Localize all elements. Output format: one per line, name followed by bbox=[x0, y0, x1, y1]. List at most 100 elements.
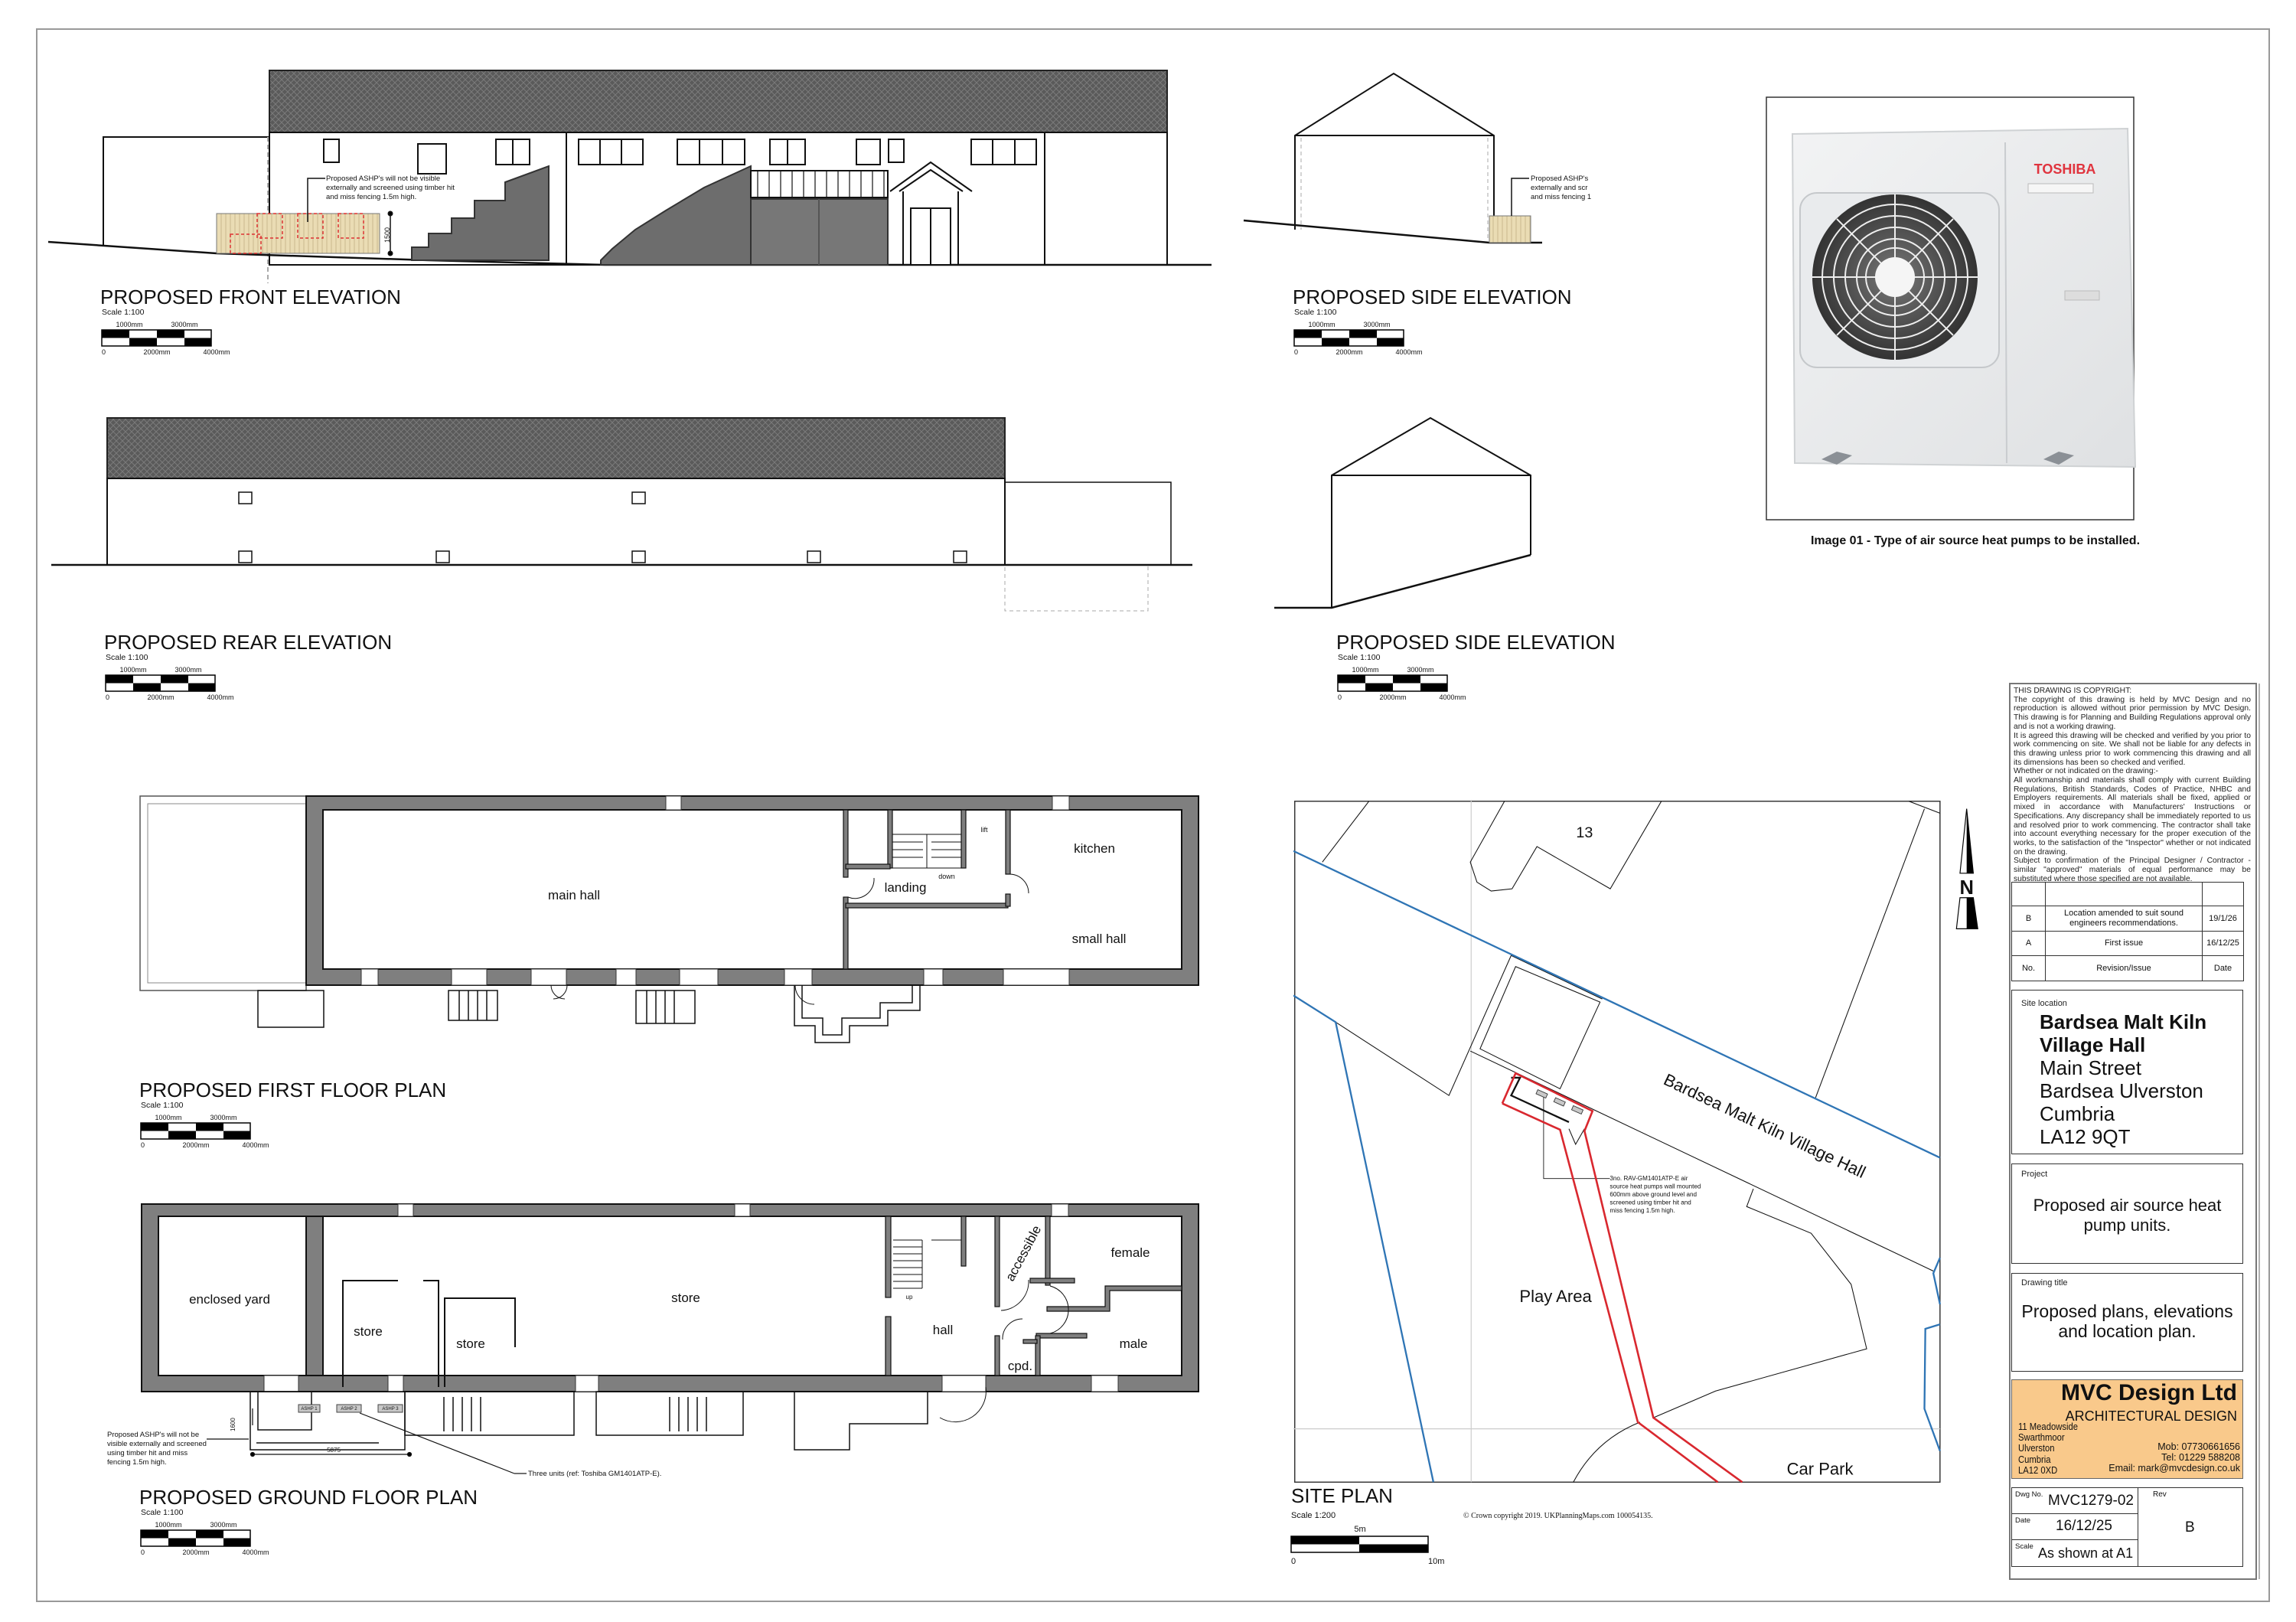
stair-down-label: down bbox=[938, 873, 955, 880]
side-elevation-note: Proposed ASHP's externally and scr and m… bbox=[1531, 175, 1591, 201]
window bbox=[397, 1203, 414, 1217]
drawing-title-text: Proposed plans, elevations and location … bbox=[2011, 1301, 2243, 1341]
note-line: and miss fencing 1.5m high. bbox=[326, 193, 416, 201]
drawing-title: PROPOSED SIDE ELEVATION bbox=[1336, 631, 1616, 654]
scale-label: 0 bbox=[1291, 1557, 1296, 1566]
outbuilding bbox=[1479, 966, 1601, 1090]
room-label-female: female bbox=[1110, 1245, 1150, 1260]
boundary-lines bbox=[1293, 850, 1941, 1483]
title-first-floor-plan: PROPOSED FIRST FLOOR PLAN Scale 1:100 10… bbox=[139, 1079, 446, 1149]
note-line: visible externally and screened bbox=[107, 1440, 207, 1448]
room-label-store: store bbox=[354, 1324, 383, 1339]
heat-pump-image: TOSHIBA bbox=[1766, 96, 2137, 521]
room-label-small-hall: small hall bbox=[1072, 932, 1127, 946]
note-line: 3no. RAV-GM1401ATP-E air bbox=[1609, 1175, 1688, 1182]
ashp-unit bbox=[377, 1404, 403, 1413]
side-elevation-1 bbox=[1243, 72, 1542, 244]
revision-letter: B bbox=[2185, 1519, 2195, 1536]
title-front-elevation: PROPOSED FRONT ELEVATION Scale 1:100 100… bbox=[100, 286, 401, 356]
copyright-paragraph: Whether or not indicated on the drawing:… bbox=[2014, 767, 2158, 776]
drawing-title-box bbox=[2011, 1273, 2243, 1372]
ashp-enclosure bbox=[249, 1391, 406, 1451]
scale-bar-label: 1000mm bbox=[155, 1521, 181, 1529]
room-label-accessible: accessible bbox=[1003, 1223, 1044, 1284]
company-address-line: 11 Meadowside bbox=[2018, 1421, 2078, 1432]
header-revision: Revision/Issue bbox=[2045, 955, 2203, 981]
scale-bar-label: 3000mm bbox=[1407, 666, 1433, 674]
scale-bar-label: 0 bbox=[106, 694, 109, 701]
title-side-elevation-2: PROPOSED SIDE ELEVATION Scale 1:100 1000… bbox=[1336, 631, 1616, 701]
copyright-paragraph: THIS DRAWING IS COPYRIGHT: bbox=[2014, 687, 2132, 695]
scale-bar-label: 0 bbox=[1294, 348, 1298, 356]
timber-fence bbox=[1489, 215, 1531, 243]
site-plan: 13 Bardsea Malt Kiln Village Hall Play A… bbox=[1293, 800, 1978, 1483]
note-line: fencing 1.5m high. bbox=[107, 1458, 167, 1467]
first-floor-plan bbox=[139, 795, 1199, 1043]
ashp-units bbox=[298, 1404, 403, 1413]
company-address-line: Cumbria bbox=[2018, 1454, 2051, 1465]
copyright-paragraph: It is agreed this drawing will be checke… bbox=[2014, 731, 2251, 767]
address-line: Main Street bbox=[2040, 1056, 2141, 1079]
room-label-store: store bbox=[671, 1291, 700, 1305]
copyright-paragraph: Subject to confirmation of the Principal… bbox=[2014, 857, 2251, 883]
site-location-label: Site location bbox=[2021, 999, 2067, 1008]
front-elevation bbox=[47, 70, 1212, 283]
scale-bar-label: 2000mm bbox=[1336, 348, 1362, 356]
drawing-scale: Scale 1:100 bbox=[1294, 308, 1337, 317]
header-date: Date bbox=[2202, 955, 2244, 981]
note-line: Proposed ASHP's bbox=[1531, 175, 1588, 183]
scale-bar-label: 4000mm bbox=[242, 1141, 269, 1149]
scale-bar-label: 3000mm bbox=[210, 1521, 236, 1529]
project-line: Proposed air source heat bbox=[2033, 1196, 2222, 1215]
scale-bar-graphic bbox=[1337, 674, 1448, 692]
rear-elevation bbox=[51, 417, 1192, 612]
scale-bar-label: 0 bbox=[141, 1549, 145, 1556]
ashp-outline bbox=[256, 213, 283, 239]
image-caption: Image 01 - Type of air source heat pumps… bbox=[1811, 534, 2140, 547]
project-box bbox=[2011, 1163, 2243, 1264]
scale-bar-label: 2000mm bbox=[143, 348, 170, 356]
scale-bar-label: 3000mm bbox=[171, 321, 197, 328]
ashp-outline bbox=[338, 213, 364, 239]
room-label-kitchen: kitchen bbox=[1074, 841, 1115, 856]
ashp-unit bbox=[298, 1404, 321, 1413]
dwg-no: MVC1279-02 bbox=[2048, 1493, 2134, 1509]
sheet-border bbox=[36, 28, 2270, 1602]
door-opening bbox=[263, 1375, 299, 1392]
door-opening bbox=[941, 1375, 987, 1392]
company-contact: Mob: 07730661656 Tel: 01229 588208 Email… bbox=[2108, 1441, 2240, 1474]
scale-bar-label: 3000mm bbox=[174, 666, 201, 674]
ashp-unit bbox=[336, 1404, 362, 1413]
building-label: Bardsea Malt Kiln Village Hall bbox=[1661, 1070, 1869, 1182]
company-box bbox=[2011, 1379, 2243, 1479]
scale-bar-graphic bbox=[101, 329, 212, 347]
drawing-date: 16/12/25 bbox=[2056, 1518, 2112, 1534]
company-address: 11 Meadowside Swarthmoor Ulverston Cumbr… bbox=[2018, 1421, 2078, 1476]
project-text: Proposed air source heat pump units. bbox=[2011, 1196, 2243, 1235]
copyright-paragraph: The copyright of this drawing is held by… bbox=[2014, 695, 2251, 731]
porch-gable bbox=[889, 161, 973, 265]
room-label-main-hall: main hall bbox=[548, 888, 600, 902]
dwg-no-label: Dwg No. bbox=[2015, 1490, 2043, 1499]
window bbox=[360, 968, 379, 986]
scale-bar-label: 2000mm bbox=[182, 1141, 209, 1149]
ground-floor-note-left: Proposed ASHP's will not be visible exte… bbox=[107, 1431, 207, 1467]
drawing-scale-value: As shown at A1 bbox=[2038, 1545, 2134, 1561]
plot-number: 13 bbox=[1576, 824, 1593, 841]
window bbox=[451, 968, 488, 986]
note-line: source heat pumps wall mounted bbox=[1609, 1183, 1701, 1190]
rear-windows bbox=[238, 491, 967, 563]
ashp-label: ASHP 1 bbox=[301, 1407, 318, 1411]
window bbox=[1003, 968, 1070, 986]
scale-bar-label: 0 bbox=[141, 1141, 145, 1149]
scale-bar-label: 4000mm bbox=[207, 694, 233, 701]
note-line: and miss fencing 1 bbox=[1531, 193, 1591, 201]
external-stair bbox=[411, 165, 550, 261]
window bbox=[615, 968, 637, 986]
car-park-label: Car Park bbox=[1787, 1459, 1854, 1478]
company-address-line: Swarthmoor bbox=[2018, 1432, 2065, 1444]
scale-bar-graphic bbox=[140, 1122, 251, 1140]
revision-no: B bbox=[2011, 906, 2046, 932]
